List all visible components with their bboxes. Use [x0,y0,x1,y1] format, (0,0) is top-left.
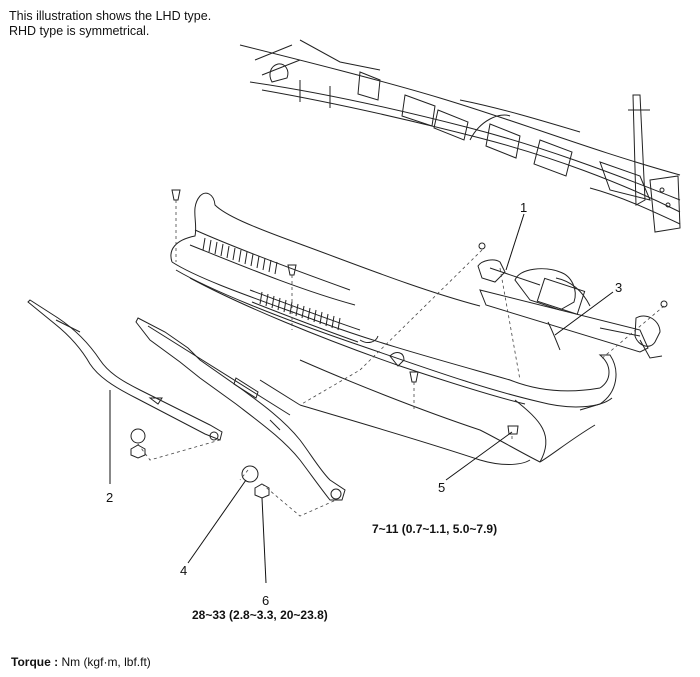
callout-5: 5 [438,480,446,495]
cowl-top-cover [170,192,617,465]
torque-legend: Torque : Nm (kgf·m, lbf.ft) [11,655,151,669]
illustration-note: This illustration shows the LHD type. RH… [9,9,211,39]
wiper-arm-left [27,299,223,441]
torque-legend-label: Torque : [11,655,59,669]
torque-spec-item-5: 7~11 (0.7~1.1, 5.0~7.9) [372,522,498,536]
torque-spec-item-6: 28~33 (2.8~3.3, 20~23.8) [192,608,328,622]
assembly-guide-lines [137,200,665,517]
vehicle-body-panel [239,39,681,233]
wiper-arm-middle [135,317,346,501]
callout-3: 3 [615,280,623,295]
note-line-1: This illustration shows the LHD type. [9,9,212,23]
wiper-motor-linkage [477,242,668,359]
note-line-2: RHD type is symmetrical. [9,24,150,38]
leader-lines [109,213,614,584]
torque-legend-units: Nm (kgf·m, lbf.ft) [58,655,151,669]
callout-2: 2 [106,490,114,505]
callout-4: 4 [180,563,188,578]
caps-and-nuts [130,428,270,499]
callout-1: 1 [520,200,528,215]
fasteners [171,189,519,435]
callout-6: 6 [262,593,270,608]
